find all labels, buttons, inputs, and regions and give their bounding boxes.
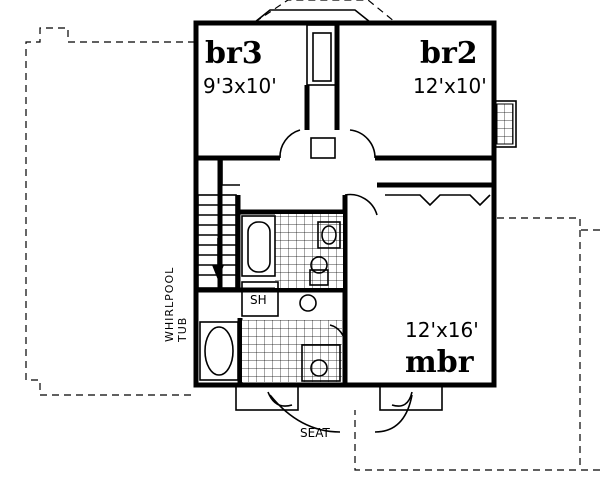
br3-name: br3: [205, 36, 263, 71]
mbr-size: 12'x16': [405, 318, 479, 342]
bay-window-seats: [235, 384, 443, 433]
staircase: [197, 160, 240, 289]
mbr-name: mbr: [405, 345, 475, 380]
bathroom-upper: [241, 214, 343, 288]
shower-label: SH: [250, 293, 267, 307]
dashed-roof-outline: [25, 0, 600, 471]
bay-window-top: [254, 9, 371, 23]
shower-stall: [241, 281, 279, 317]
door-swings: [279, 129, 491, 346]
whirlpool-label-line1: WHIRLPOOL: [163, 267, 176, 342]
master-bath: [199, 294, 342, 382]
seat-label: SEAT: [300, 426, 330, 440]
whirlpool-label-line2: TUB: [176, 317, 189, 343]
br2-size: 12'x10': [413, 74, 487, 98]
br3-size: 9'3x10': [203, 74, 277, 98]
br2-name: br2: [420, 36, 478, 71]
chimney: [493, 100, 517, 148]
